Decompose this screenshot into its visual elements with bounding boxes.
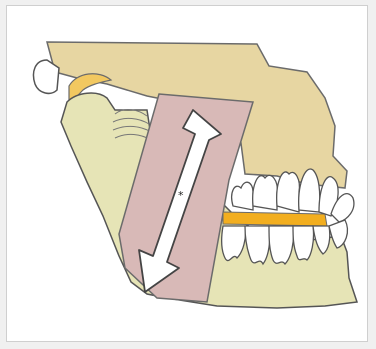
condyle-knob	[34, 60, 60, 93]
illustration-frame: *	[6, 5, 368, 342]
jaw-illustration: *	[7, 6, 368, 342]
occlusal-band	[223, 212, 327, 226]
center-marker: *	[178, 189, 184, 202]
